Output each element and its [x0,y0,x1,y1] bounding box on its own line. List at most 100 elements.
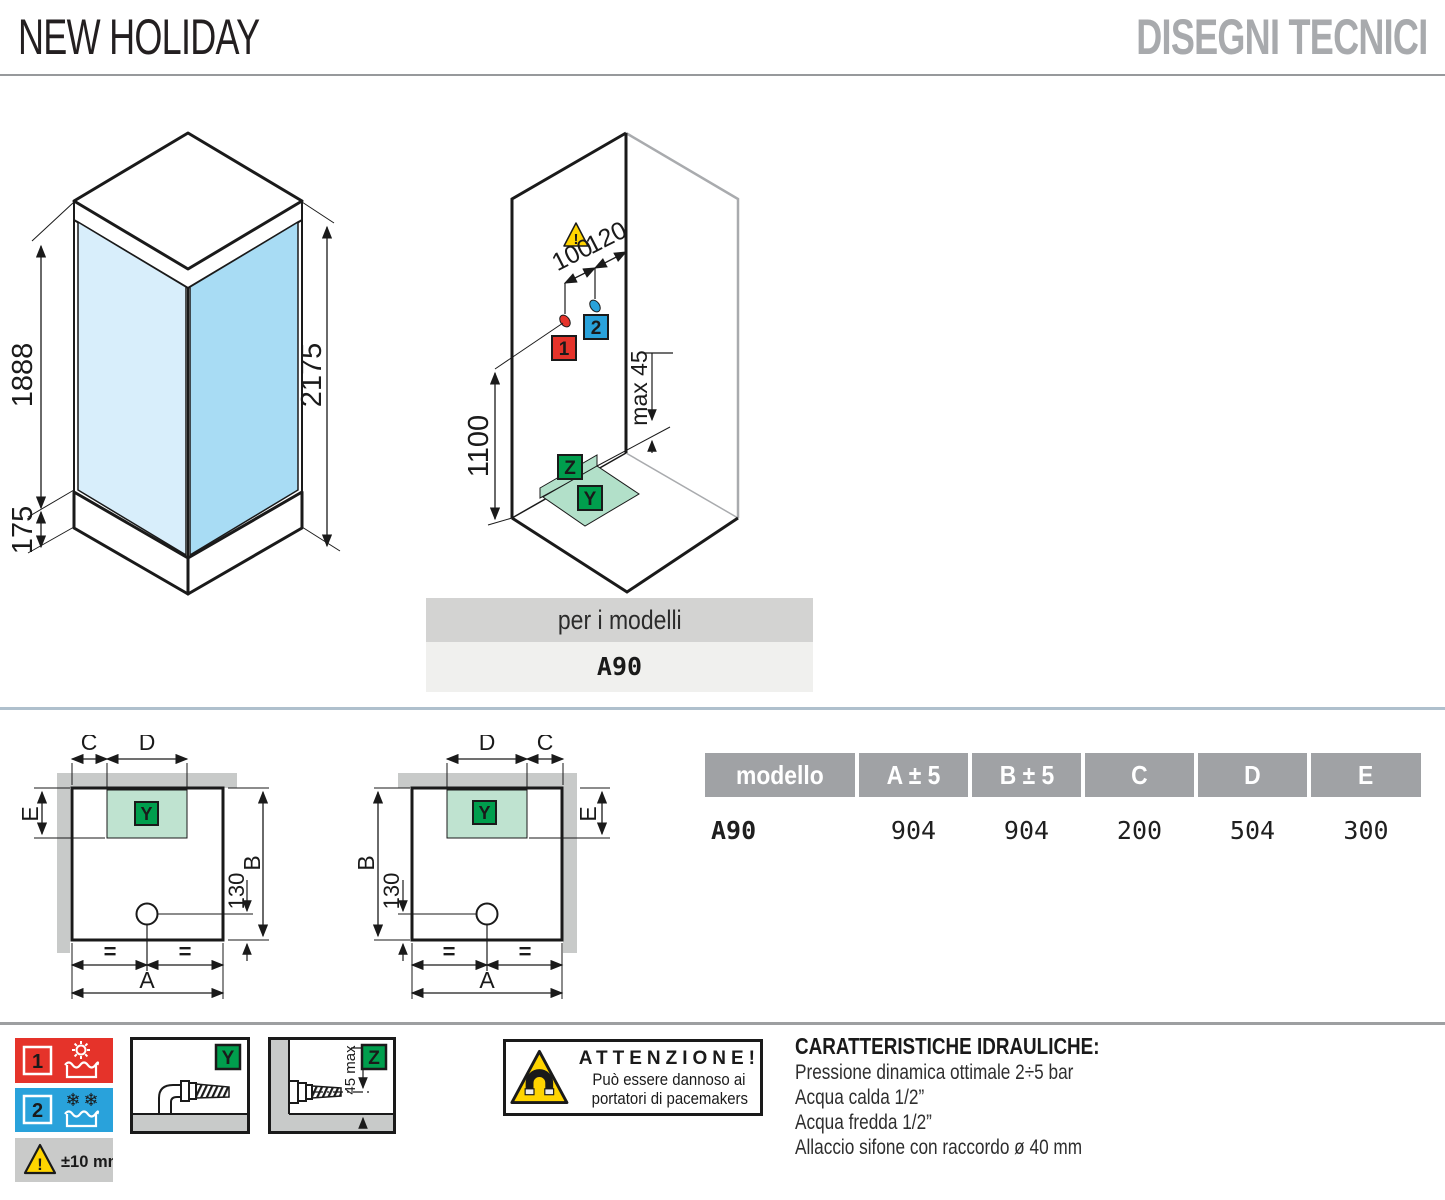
table-header-modello: modello [705,753,855,797]
wall [271,1040,289,1131]
dim-max45: max 45 [626,350,652,425]
hydraulics-line: Pressione dinamica ottimale 2÷5 bar [795,1061,1074,1084]
svg-text:=: = [104,939,117,964]
svg-text:❄: ❄ [65,1090,80,1110]
drain-hole [135,902,159,926]
y-badge [214,1043,242,1071]
drain-hole [475,902,499,926]
attention-text: ATTENZIONE! Può essere dannoso ai portat… [578,1047,760,1108]
hydraulics-line: Acqua calda 1/2” [795,1086,925,1109]
svg-text:Z: Z [564,458,576,479]
table-header-row: modello A ± 5 B ± 5 C D E [705,753,1425,797]
sun-icon [72,1041,90,1059]
marker-cold-badge [583,314,609,340]
cell-c: 200 [1116,816,1163,845]
drain-y-drawing: Y [133,1043,247,1131]
svg-text:Y: Y [584,489,597,510]
svg-text:1: 1 [32,1051,43,1073]
wall-drain-badge [557,454,583,480]
attention-title: ATTENZIONE! [578,1047,760,1069]
cell-model: A90 [711,816,757,845]
attention-box: ATTENZIONE! Può essere dannoso ai portat… [503,1039,763,1116]
svg-text:A: A [139,967,155,993]
footer-divider [0,1022,1445,1025]
svg-text:!: ! [37,1155,43,1174]
hydraulics-line: Acqua fredda 1/2” [795,1111,932,1134]
svg-text:=: = [179,939,192,964]
svg-text:130: 130 [379,873,404,910]
table-header-e: E [1311,753,1421,797]
wall-right [563,788,577,953]
header-divider [0,74,1445,76]
hot-water-icons: 1 [22,1041,100,1079]
dimensions-table: modello A ± 5 B ± 5 C D E A90 904 904 20… [705,753,1425,849]
cold-water-icons: 2 ❄ ❄ [22,1090,100,1128]
table-header-c: C [1085,753,1194,797]
section-title: DISEGNI TECNICI [1135,9,1428,65]
threaded-pipe [195,1083,230,1099]
glass-panel-left [77,220,187,557]
drain-detail-z: 45 max Z [268,1037,396,1134]
water-basin-icon [64,1110,100,1128]
dim-glass-height: 1888 [7,343,39,408]
svg-text:B: B [239,855,265,870]
magnet-warning-icon [510,1049,569,1104]
svg-text:!: ! [574,231,579,248]
models-box-model: A90 [426,642,813,692]
cell-e: 300 [1343,816,1389,845]
marker-hot-badge [551,335,577,361]
svg-text:=: = [519,939,532,964]
svg-text:130: 130 [224,873,249,910]
tolerance-icons: ! ±10 mm [23,1143,122,1175]
cell-b: 904 [1003,816,1050,845]
isometric-installation-drawing: ! 100 120 1 2 1100 max 45 Z Y [463,131,740,594]
floor [271,1114,393,1131]
svg-text:D: D [479,735,496,755]
cell-d: 504 [1229,816,1276,845]
snowflake-icons: ❄ ❄ [65,1090,98,1110]
section-divider [0,707,1445,710]
svg-text:C: C [81,735,98,755]
drain-z-drawing: 45 max Z [271,1040,393,1131]
drain-badge [134,801,159,826]
plan-view-left-corner: Y C D E B 130 = = A [17,735,269,999]
svg-text:B: B [353,855,379,870]
wall-left [510,131,627,518]
models-box: per i modelli A90 [426,598,813,692]
svg-text:2: 2 [591,318,602,339]
wall-top [398,773,577,788]
page-title: NEW HOLIDAY [18,9,260,65]
svg-text:Y: Y [222,1048,235,1069]
drain-area [106,789,188,839]
hydraulics-title: CARATTERISTICHE IDRAULICHE: [795,1033,1100,1059]
dim-total-height: 2175 [296,343,328,408]
hydraulics-line: Allaccio sifone con raccordo ø 40 mm [795,1136,1083,1159]
svg-text:Y: Y [478,803,490,823]
dim-tray-height: 175 [7,506,39,554]
legend-hot-water: 1 [15,1038,113,1083]
cold-water-outlet [589,299,601,313]
plan-view-right-corner: Y D C E B 130 = = A [353,735,610,999]
table-header-a: A ± 5 [859,753,968,797]
legend-cold-water: 2 ❄ ❄ [15,1088,113,1132]
z-badge [360,1043,388,1071]
table-header-b: B ± 5 [972,753,1081,797]
water-basin-icon [64,1061,100,1079]
svg-text:E: E [17,806,43,821]
floor-edges [511,516,739,594]
warning-icon [563,222,589,247]
floor [133,1114,247,1131]
threaded-pipe [311,1085,342,1099]
svg-text:2: 2 [32,1100,43,1122]
wall-left [57,788,70,953]
cabin-top-face [72,131,304,271]
hydraulic-characteristics: CARATTERISTICHE IDRAULICHE: Pressione di… [795,1032,1435,1160]
cell-a: 904 [890,816,937,845]
table-header-d: D [1198,753,1307,797]
svg-text:Z: Z [368,1048,380,1069]
svg-text:E: E [575,806,601,821]
dim-1100: 1100 [463,415,495,477]
dim-45max: 45 max [342,1045,359,1095]
tray-face-right [186,490,304,596]
